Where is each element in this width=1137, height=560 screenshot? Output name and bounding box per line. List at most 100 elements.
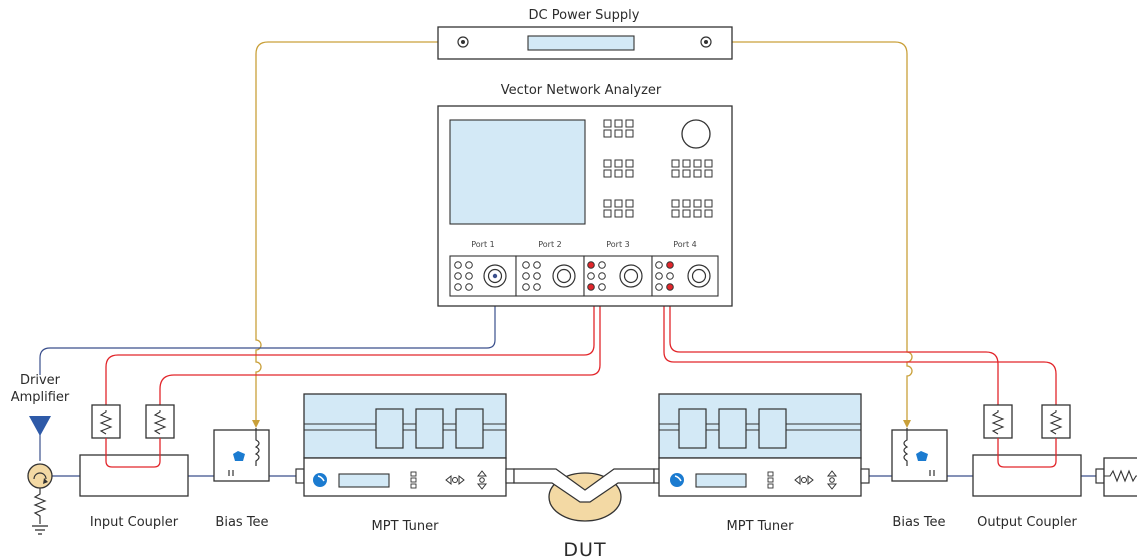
tuner-right-nav-icon[interactable] [794,470,838,490]
vna-key[interactable] [614,209,623,218]
dc-power-supply-label: DC Power Supply [529,8,640,23]
vna-key[interactable] [704,159,713,168]
inductor-icon [254,428,260,466]
vna-key[interactable] [625,119,634,128]
vna-key[interactable] [614,199,623,208]
port-indicator [522,272,530,280]
vna-key[interactable] [682,209,691,218]
port-indicator [454,283,462,291]
output-coupler: Output Coupler [972,404,1082,530]
vna-key[interactable] [704,209,713,218]
port-indicator [533,272,541,280]
vna-key[interactable] [704,199,713,208]
port4-connector[interactable] [687,264,711,288]
vna-key[interactable] [671,199,680,208]
tuner-right-buttons[interactable] [767,471,774,489]
vna-key[interactable] [625,209,634,218]
input-coupler: Input Coupler [79,404,189,530]
port-indicator [655,272,663,280]
mpt-tuner-right-label: MPT Tuner [727,519,795,534]
vna-key[interactable] [682,199,691,208]
mpt-tuner-left-label: MPT Tuner [372,519,440,534]
mpt-tuner-right: MPT Tuner [653,393,870,534]
vna-key[interactable] [625,129,634,138]
vna-key[interactable] [693,209,702,218]
vna-key[interactable] [603,209,612,218]
vna-key[interactable] [625,159,634,168]
vna-key[interactable] [671,169,680,178]
resistor-icon [153,410,167,435]
port3-connector[interactable] [619,264,643,288]
vna-key[interactable] [603,169,612,178]
port-indicator [522,261,530,269]
bias-tee-logo-icon [233,451,245,461]
focus-logo-icon [313,473,327,487]
dut-label: DUT [563,539,606,560]
focus-logo-icon [670,473,684,487]
port-indicator [655,261,663,269]
resistor-icon [99,410,113,435]
vna-key[interactable] [625,199,634,208]
vna-key[interactable] [693,199,702,208]
port-indicator [533,261,541,269]
driver-label-line2: Amplifier [11,390,70,405]
port-dots [454,261,674,291]
vna-key[interactable] [693,159,702,168]
dc-line-left [255,41,463,420]
vna-key[interactable] [704,169,713,178]
vna-keypad [603,119,713,218]
vna-key[interactable] [603,199,612,208]
vna-key[interactable] [603,119,612,128]
port-indicator [465,261,473,269]
bias-tee-logo-icon [916,451,928,461]
port-indicator [465,272,473,280]
termination-load [1095,457,1137,497]
vna-key[interactable] [603,159,612,168]
vna-key[interactable] [614,129,623,138]
dut: DUT [513,468,655,560]
vna-key[interactable] [603,129,612,138]
dc-arrowheads [252,420,911,428]
tuner-left-nav-icon[interactable] [445,470,488,490]
vna-screen [449,119,586,225]
vna-knob[interactable] [681,119,711,149]
vna-key[interactable] [614,119,623,128]
driver-amplifier: Driver Amplifier [11,373,70,436]
vna-key[interactable] [682,169,691,178]
dc-bias-lines [255,41,913,420]
dc-display [527,35,635,51]
port-indicator [522,283,530,291]
port-indicator [655,283,663,291]
port-indicator [666,272,674,280]
driver-label-line1: Driver [20,373,61,388]
port-indicator-active [666,261,674,269]
vna-key[interactable] [693,169,702,178]
port3-label: Port 3 [606,240,630,249]
ground-icon [32,525,48,535]
vna-key[interactable] [671,209,680,218]
port-indicator [598,261,606,269]
vna-key[interactable] [614,159,623,168]
mpt-tuner-left: MPT Tuner [295,393,515,534]
vna-key[interactable] [625,169,634,178]
tuner-left-buttons[interactable] [410,471,417,489]
dc-line-right [706,41,913,420]
port-indicator [533,283,541,291]
circulator-icon [27,463,53,489]
bias-tee-left: Bias Tee [213,428,270,530]
tuner-right-display [695,473,747,488]
vna-key[interactable] [671,159,680,168]
port2-label: Port 2 [538,240,562,249]
port2-connector[interactable] [552,264,576,288]
port1-label: Port 1 [471,240,495,249]
bias-tee-left-label: Bias Tee [215,515,268,530]
vna-key[interactable] [682,159,691,168]
dc-power-supply: DC Power Supply [437,8,733,60]
input-coupler-label: Input Coupler [90,515,179,530]
port-indicator [598,283,606,291]
port-indicator-active [587,261,595,269]
output-coupler-label: Output Coupler [977,515,1077,530]
vna-key[interactable] [614,169,623,178]
circulator-source [27,463,53,535]
